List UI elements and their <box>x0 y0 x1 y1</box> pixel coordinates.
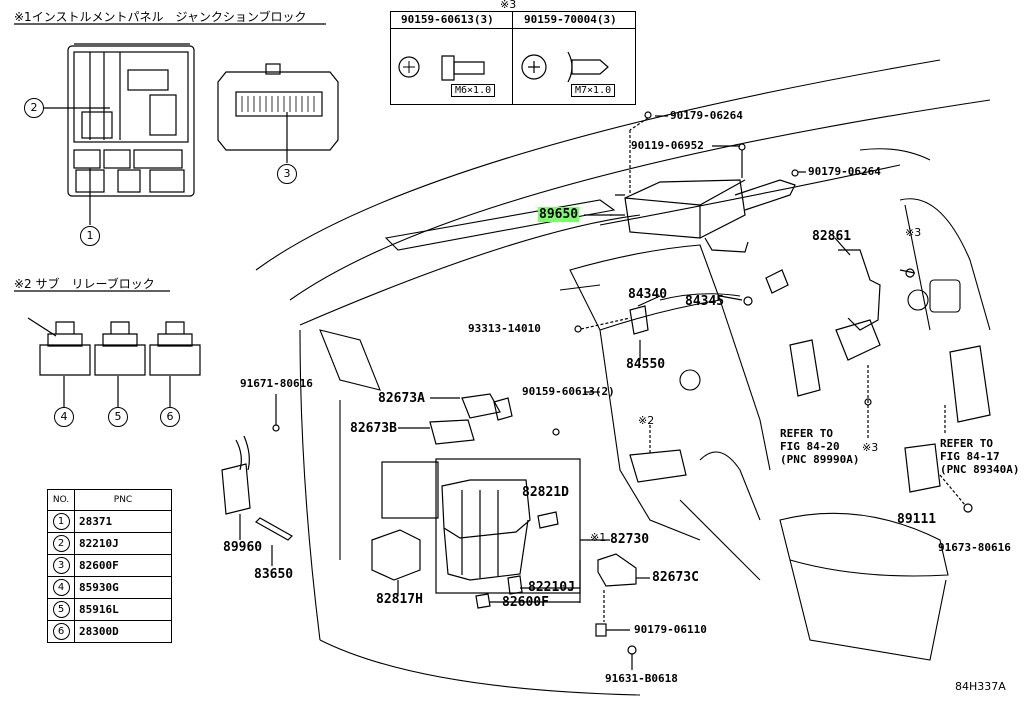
ecu-89650-drawing <box>610 111 799 253</box>
heading-junction-block: ※1インストルメントパネル ジャンクションブロック <box>14 10 307 24</box>
label-84345[interactable]: 84345 <box>685 294 725 309</box>
label-91673-80616[interactable]: 91673-80616 <box>938 541 1011 554</box>
row-pnc[interactable]: 82600F <box>74 554 172 577</box>
label-90179-06264-right[interactable]: 90179-06264 <box>808 165 881 178</box>
label-82730[interactable]: 82730 <box>610 532 650 547</box>
callout-4: 4 <box>54 407 74 427</box>
bolt-spec-box: 90159-60613(3) 90159-70004(3) M6×1.0 M7×… <box>390 11 636 105</box>
row-number: 6 <box>52 623 70 640</box>
note-3-right: ※3 <box>905 226 922 239</box>
label-82210j[interactable]: 82210J <box>528 580 575 595</box>
label-90159-60613-2[interactable]: 90159-60613(2) <box>522 385 615 398</box>
note-2: ※2 <box>638 414 655 427</box>
row-number: 3 <box>52 557 70 574</box>
label-82600f[interactable]: 82600F <box>502 595 549 610</box>
row-number: 4 <box>52 579 70 596</box>
callout-2: 2 <box>24 98 44 118</box>
label-91671-80616[interactable]: 91671-80616 <box>240 377 313 390</box>
bolt-right-size: M7×1.0 <box>571 84 616 97</box>
row-pnc[interactable]: 28300D <box>74 620 172 643</box>
callout-6: 6 <box>160 407 180 427</box>
note-3-lower: ※3 <box>862 441 879 454</box>
callout-3: 3 <box>277 164 297 184</box>
bolt-left-size: M6×1.0 <box>451 84 496 97</box>
row-pnc[interactable]: 82210J <box>74 532 172 555</box>
callout-5: 5 <box>108 407 128 427</box>
label-82673c[interactable]: 82673C <box>652 570 699 585</box>
label-82817h[interactable]: 82817H <box>376 592 423 607</box>
label-82821d[interactable]: 82821D <box>522 485 569 500</box>
row-pnc[interactable]: 85930G <box>74 576 172 599</box>
left-parts <box>221 394 439 566</box>
right-side-parts <box>743 249 991 513</box>
label-89111[interactable]: 89111 <box>897 512 937 527</box>
label-90179-06264-top[interactable]: 90179-06264 <box>670 109 743 122</box>
label-83650[interactable]: 83650 <box>254 567 294 582</box>
pnc-table-header-no: NO. <box>47 489 75 511</box>
refer-84-17-line1[interactable]: REFER TO <box>940 437 993 450</box>
label-82673a[interactable]: 82673A <box>378 391 425 406</box>
label-90119-06952[interactable]: 90119-06952 <box>631 139 704 152</box>
bolt-icons <box>398 51 609 83</box>
heading-sub-relay-block: ※2 サブ リレーブロック <box>14 277 155 291</box>
label-89650-text[interactable]: 89650 <box>538 207 580 222</box>
label-91631-b0618[interactable]: 91631-B0618 <box>605 672 678 685</box>
connector-block-drawing <box>217 63 339 151</box>
sub-relay-drawing <box>27 317 201 407</box>
row-pnc[interactable]: 85916L <box>74 598 172 621</box>
junction-block-drawing <box>67 43 195 197</box>
row-pnc[interactable]: 28371 <box>74 510 172 533</box>
label-82861[interactable]: 82861 <box>812 229 852 244</box>
label-84340[interactable]: 84340 <box>628 287 668 302</box>
note-1: ※1 <box>590 531 607 544</box>
bolt-right-part: 90159-70004(3) <box>524 13 617 26</box>
label-93313-14010[interactable]: 93313-14010 <box>468 322 541 335</box>
pnc-table-header-pnc: PNC <box>74 489 172 511</box>
center-parts <box>429 295 743 483</box>
label-84550[interactable]: 84550 <box>626 357 666 372</box>
row-number: 1 <box>52 513 70 530</box>
bracket-82673c <box>595 553 650 670</box>
row-number: 5 <box>52 601 70 618</box>
label-89960[interactable]: 89960 <box>223 540 263 555</box>
refer-84-20-line2[interactable]: FIG 84-20 <box>780 440 840 453</box>
dashboard-outline <box>255 59 991 696</box>
figure-code: 84H337A <box>955 680 1006 693</box>
bolt-box-note: ※3 <box>500 0 517 11</box>
junction-block-center <box>371 458 581 609</box>
refer-84-20-line3[interactable]: (PNC 89990A) <box>780 453 860 466</box>
bolt-left-part: 90159-60613(3) <box>401 13 494 26</box>
callout-1: 1 <box>80 226 100 246</box>
refer-84-17-line2[interactable]: FIG 84-17 <box>940 450 1000 463</box>
refer-84-17-line3[interactable]: (PNC 89340A) <box>940 463 1020 476</box>
refer-84-20-line1[interactable]: REFER TO <box>780 427 833 440</box>
label-82673b[interactable]: 82673B <box>350 421 397 436</box>
row-number: 2 <box>52 535 70 552</box>
label-89650[interactable]: 89650 <box>538 207 580 222</box>
label-90179-06110[interactable]: 90179-06110 <box>634 623 707 636</box>
